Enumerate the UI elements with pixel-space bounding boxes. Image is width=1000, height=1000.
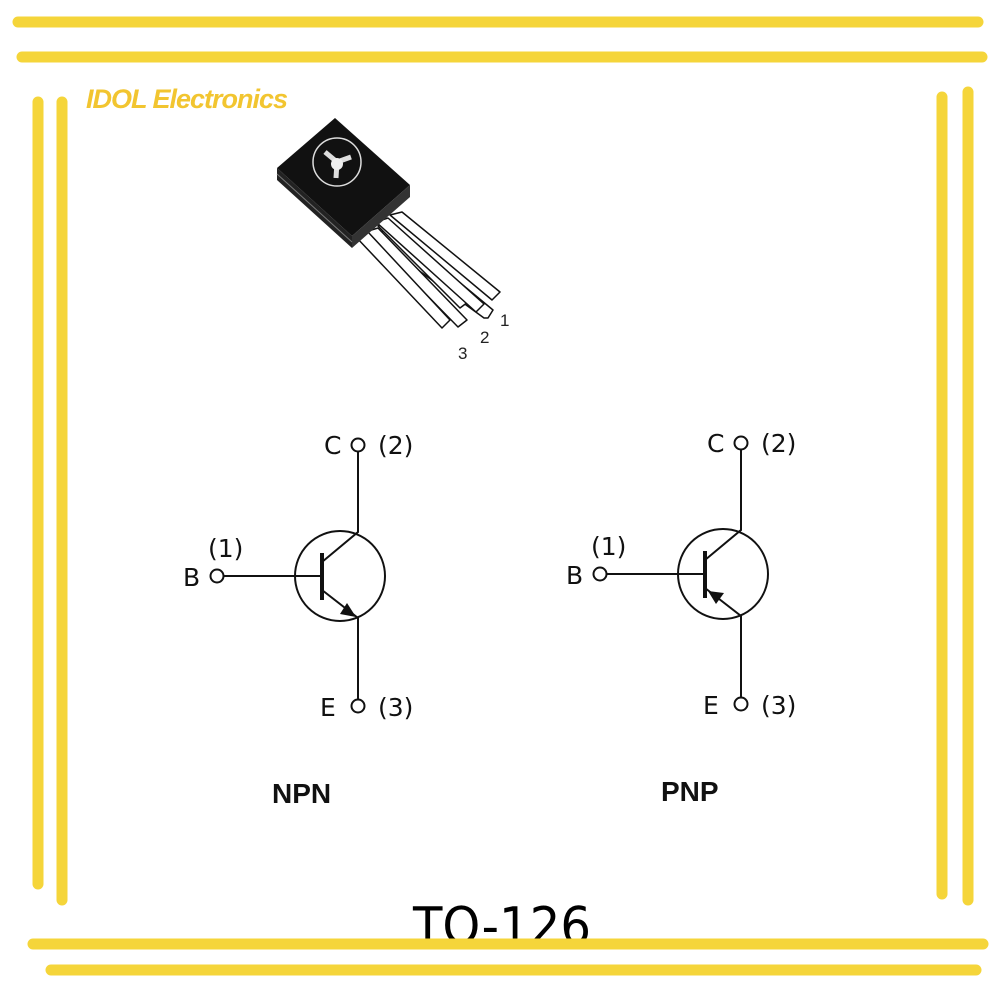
pin-label-3: 3 — [458, 344, 467, 363]
frame-bottom — [27, 938, 989, 976]
npn-emitter-label: E — [320, 693, 336, 722]
npn-base-pin: (1) — [208, 534, 243, 563]
pnp-collector-pin: (2) — [761, 429, 796, 458]
pnp-base-pin: (1) — [591, 532, 626, 561]
brand-logo: IDOL Electronics — [86, 84, 288, 114]
pnp-emitter-label: E — [703, 691, 719, 720]
npn-base-label: B — [183, 563, 200, 592]
npn-transistor-symbol — [209, 437, 386, 714]
npn-collector-pin: (2) — [378, 431, 413, 460]
pin-label-2: 2 — [480, 328, 489, 347]
to126-package-icon — [276, 118, 501, 329]
pnp-collector-label: C — [707, 429, 724, 458]
pnp-emitter-pin: (3) — [761, 691, 796, 720]
pin-label-1: 1 — [500, 311, 509, 330]
pnp-title: PNP — [661, 776, 719, 807]
pnp-base-label: B — [566, 561, 583, 590]
npn-emitter-pin: (3) — [378, 693, 413, 722]
pnp-transistor-symbol — [592, 435, 769, 712]
frame — [12, 16, 988, 906]
npn-collector-label: C — [324, 431, 341, 460]
npn-title: NPN — [272, 778, 331, 809]
